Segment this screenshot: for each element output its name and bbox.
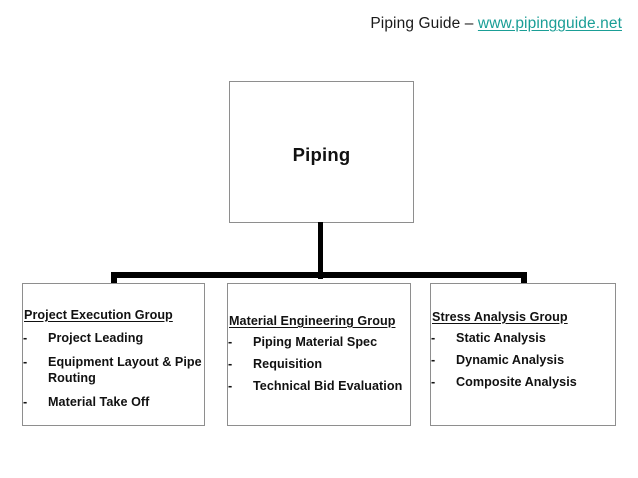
list-item: - Project Leading — [22, 330, 206, 346]
root-node-label: Piping — [292, 144, 351, 165]
list-item: - Technical Bid Evaluation — [227, 378, 412, 394]
bullet-dash: - — [23, 395, 28, 409]
root-node-piping[interactable]: Piping — [229, 81, 414, 223]
page-header: Piping Guide – www.pipingguide.net — [0, 15, 622, 33]
bullet-dash: - — [228, 335, 233, 349]
group-node-project-execution[interactable]: Project Execution Group - Project Leadin… — [22, 283, 205, 426]
list-item: - Requisition — [227, 356, 412, 372]
connector-horizontal-bus — [111, 272, 527, 278]
list-item-label: Material Take Off — [48, 395, 150, 409]
list-item: - Material Take Off — [22, 394, 206, 410]
bullet-dash: - — [228, 379, 233, 393]
website-link[interactable]: www.pipingguide.net — [477, 15, 622, 32]
list-item-label: Project Leading — [48, 331, 144, 345]
bullet-dash: - — [228, 357, 233, 371]
bullet-dash: - — [431, 375, 436, 389]
connector-drop-right — [521, 272, 527, 285]
list-item-label: Requisition — [253, 357, 323, 371]
list-item: - Composite Analysis — [430, 374, 617, 390]
connector-drop-left — [111, 272, 117, 285]
connector-vertical-trunk — [318, 222, 323, 279]
list-item-label: Technical Bid Evaluation — [253, 379, 403, 393]
group-content: Material Engineering Group - Piping Mate… — [227, 314, 412, 394]
group-item-list: - Static Analysis - Dynamic Analysis - C… — [430, 330, 617, 390]
header-title: Piping Guide — [370, 15, 461, 32]
bullet-dash: - — [431, 331, 436, 345]
bullet-dash: - — [23, 331, 28, 345]
group-item-list: - Project Leading - Equipment Layout & P… — [22, 330, 206, 410]
group-content: Project Execution Group - Project Leadin… — [22, 308, 206, 410]
group-title: Stress Analysis Group — [432, 310, 568, 324]
bullet-dash: - — [431, 353, 436, 367]
group-item-list: - Piping Material Spec - Requisition - T… — [227, 334, 412, 394]
list-item-label: Equipment Layout & Pipe Routing — [48, 355, 202, 385]
list-item-label: Dynamic Analysis — [456, 353, 565, 367]
list-item: - Piping Material Spec — [227, 334, 412, 350]
group-node-stress-analysis[interactable]: Stress Analysis Group - Static Analysis … — [430, 283, 616, 426]
list-item-label: Static Analysis — [456, 331, 546, 345]
list-item: - Equipment Layout & Pipe Routing — [22, 354, 206, 386]
list-item: - Static Analysis — [430, 330, 617, 346]
list-item: - Dynamic Analysis — [430, 352, 617, 368]
header-separator: – — [464, 15, 474, 32]
group-title: Project Execution Group — [24, 308, 173, 322]
list-item-label: Composite Analysis — [456, 375, 577, 389]
group-content: Stress Analysis Group - Static Analysis … — [430, 310, 617, 390]
list-item-label: Piping Material Spec — [253, 335, 378, 349]
group-title: Material Engineering Group — [229, 314, 396, 328]
bullet-dash: - — [23, 355, 28, 369]
group-node-material-engineering[interactable]: Material Engineering Group - Piping Mate… — [227, 283, 411, 426]
